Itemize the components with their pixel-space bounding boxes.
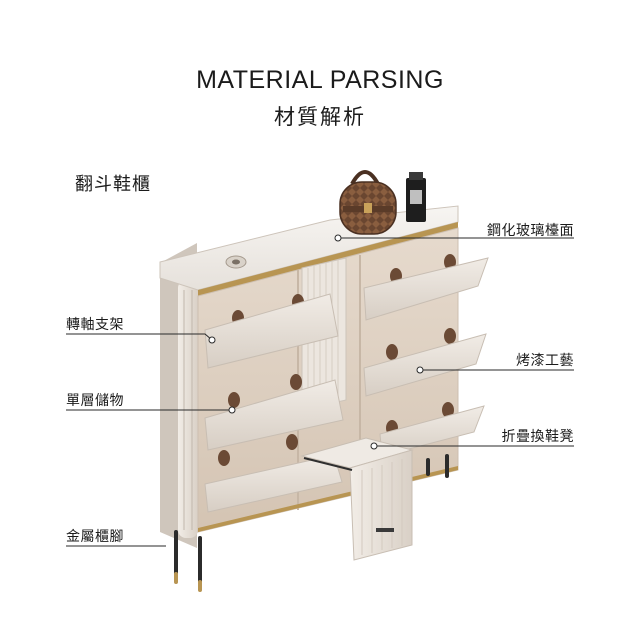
callout-label-single-layer-storage: 單層儲物	[66, 392, 124, 408]
callout-label-paint-finish: 烤漆工藝	[516, 352, 574, 368]
left-flip-drawers	[204, 293, 344, 513]
top-knob-icon	[225, 255, 247, 269]
cabinet-side-panel	[160, 243, 198, 548]
right-flip-drawers	[363, 254, 489, 457]
metal-legs	[174, 454, 449, 592]
page-subtitle: 材質解析	[274, 106, 366, 129]
round-handbag-icon	[339, 170, 397, 235]
product-name: 翻斗鞋櫃	[75, 174, 151, 194]
callout-anchor-dots	[208, 234, 424, 450]
page-title: MATERIAL PARSING	[196, 66, 444, 94]
callout-label-rotating-bracket: 轉軸支架	[66, 316, 124, 332]
callout-label-metal-legs: 金屬櫃腳	[66, 528, 124, 544]
folding-bench	[300, 437, 414, 561]
perfume-bottle-icon	[406, 172, 426, 222]
callout-label-tempered-glass-top: 鋼化玻璃檯面	[487, 222, 574, 238]
callout-label-folding-bench: 折疊換鞋凳	[501, 428, 574, 444]
